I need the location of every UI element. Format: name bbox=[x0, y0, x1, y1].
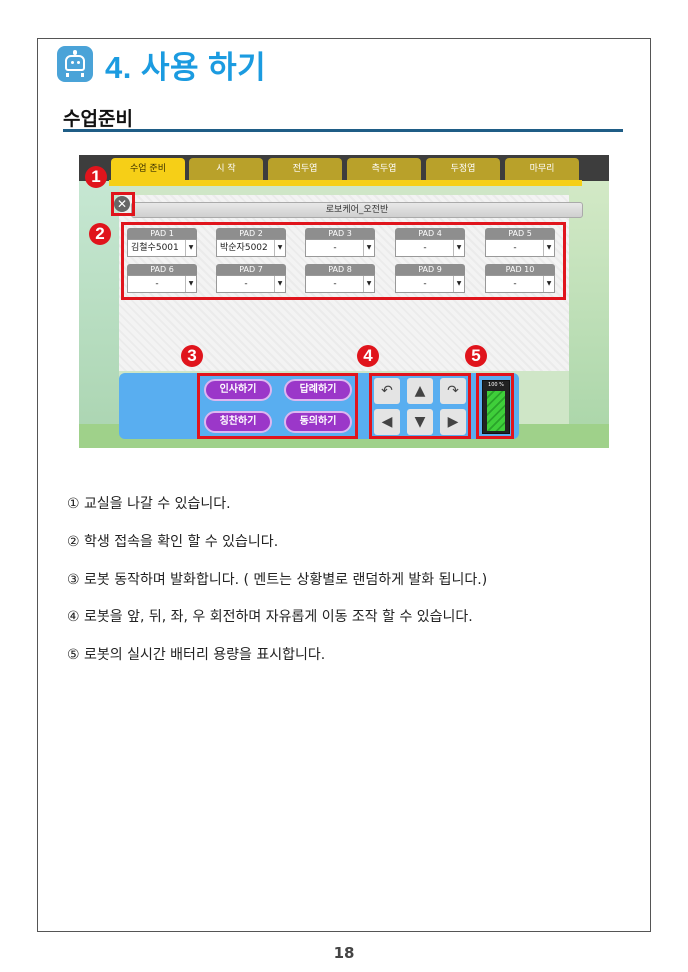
class-name-bar: 로보케어_오전반 bbox=[131, 202, 583, 218]
marker-2: 2 bbox=[89, 223, 111, 245]
pad-select[interactable]: -▼ bbox=[305, 275, 375, 293]
pad-slot: PAD 8 -▼ bbox=[305, 264, 375, 294]
dropdown-arrow-icon: ▼ bbox=[185, 240, 196, 256]
pad-label: PAD 1 bbox=[127, 228, 197, 239]
pad-label: PAD 5 bbox=[485, 228, 555, 239]
section-title: 4. 사용 하기 bbox=[105, 50, 267, 85]
dropdown-arrow-icon: ▼ bbox=[543, 240, 554, 256]
description-4: ④ 로봇을 앞, 뒤, 좌, 우 회전하며 자유롭게 이동 조작 할 수 있습니… bbox=[67, 609, 473, 625]
highlight-box-5 bbox=[476, 373, 514, 439]
description-5: ⑤ 로봇의 실시간 배터리 용량을 표시합니다. bbox=[67, 647, 326, 663]
dropdown-arrow-icon: ▼ bbox=[363, 240, 374, 256]
greet-button[interactable]: 인사하기 bbox=[204, 379, 272, 401]
pad-label: PAD 9 bbox=[395, 264, 465, 275]
tab-temporal[interactable]: 측두엽 bbox=[347, 158, 421, 180]
pad-slot: PAD 4 -▼ bbox=[395, 228, 465, 258]
arrow-right-icon[interactable]: ▶ bbox=[440, 409, 466, 435]
pad-label: PAD 6 bbox=[127, 264, 197, 275]
pad-slot: PAD 2 박순자5002▼ bbox=[216, 228, 286, 258]
robot-icon bbox=[57, 46, 93, 82]
highlight-box-4 bbox=[369, 373, 471, 439]
dropdown-arrow-icon: ▼ bbox=[543, 276, 554, 292]
pad-label: PAD 2 bbox=[216, 228, 286, 239]
description-2: ② 학생 접속을 확인 할 수 있습니다. bbox=[67, 534, 279, 550]
pad-slot: PAD 5 -▼ bbox=[485, 228, 555, 258]
marker-4: 4 bbox=[357, 345, 379, 367]
pad-label: PAD 10 bbox=[485, 264, 555, 275]
pad-select[interactable]: 김철수5001▼ bbox=[127, 239, 197, 257]
arrow-left-icon[interactable]: ◀ bbox=[374, 409, 400, 435]
pad-select[interactable]: -▼ bbox=[395, 239, 465, 257]
pad-slot: PAD 1 김철수5001▼ bbox=[127, 228, 197, 258]
rotate-left-icon[interactable]: ↶ bbox=[374, 378, 400, 404]
highlight-box-1 bbox=[111, 192, 135, 216]
rotate-right-icon[interactable]: ↷ bbox=[440, 378, 466, 404]
pad-slot: PAD 10 -▼ bbox=[485, 264, 555, 294]
pad-select[interactable]: -▼ bbox=[305, 239, 375, 257]
arrow-up-icon[interactable]: ▲ bbox=[407, 378, 433, 404]
subsection-rule bbox=[63, 129, 623, 132]
pad-slot: PAD 6 -▼ bbox=[127, 264, 197, 294]
tab-frontal[interactable]: 전두엽 bbox=[268, 158, 342, 180]
dropdown-arrow-icon: ▼ bbox=[274, 276, 285, 292]
pad-label: PAD 8 bbox=[305, 264, 375, 275]
dropdown-arrow-icon: ▼ bbox=[453, 276, 464, 292]
pad-label: PAD 7 bbox=[216, 264, 286, 275]
marker-5: 5 bbox=[465, 345, 487, 367]
pad-slot: PAD 7 -▼ bbox=[216, 264, 286, 294]
tab-bar: 수업 준비 시 작 전두엽 측두엽 두정엽 마무리 bbox=[79, 155, 609, 181]
pad-select[interactable]: -▼ bbox=[216, 275, 286, 293]
agree-button[interactable]: 동의하기 bbox=[284, 411, 352, 433]
pad-label: PAD 4 bbox=[395, 228, 465, 239]
marker-3: 3 bbox=[181, 345, 203, 367]
page-frame bbox=[37, 38, 651, 932]
battery-label: 100 % bbox=[488, 382, 504, 388]
pad-select[interactable]: -▼ bbox=[127, 275, 197, 293]
pad-label: PAD 3 bbox=[305, 228, 375, 239]
close-icon[interactable]: ✕ bbox=[114, 196, 130, 212]
dropdown-arrow-icon: ▼ bbox=[363, 276, 374, 292]
highlight-box-3 bbox=[197, 373, 358, 439]
dropdown-arrow-icon: ▼ bbox=[274, 240, 285, 256]
tab-parietal[interactable]: 두정엽 bbox=[426, 158, 500, 180]
dropdown-arrow-icon: ▼ bbox=[453, 240, 464, 256]
pad-slot: PAD 3 -▼ bbox=[305, 228, 375, 258]
arrow-down-icon[interactable]: ▼ bbox=[407, 409, 433, 435]
tab-class-prep[interactable]: 수업 준비 bbox=[111, 158, 185, 180]
tab-start[interactable]: 시 작 bbox=[189, 158, 263, 180]
praise-button[interactable]: 칭찬하기 bbox=[204, 411, 272, 433]
tab-finish[interactable]: 마무리 bbox=[505, 158, 579, 180]
pad-select[interactable]: -▼ bbox=[485, 275, 555, 293]
highlight-box-2 bbox=[121, 222, 566, 300]
dropdown-arrow-icon: ▼ bbox=[185, 276, 196, 292]
pad-select[interactable]: 박순자5002▼ bbox=[216, 239, 286, 257]
pad-slot: PAD 9 -▼ bbox=[395, 264, 465, 294]
battery-indicator: 100 % bbox=[482, 380, 510, 434]
description-1: ① 교실을 나갈 수 있습니다. bbox=[67, 496, 231, 512]
return-greet-button[interactable]: 답례하기 bbox=[284, 379, 352, 401]
marker-1: 1 bbox=[85, 166, 107, 188]
description-3: ③ 로봇 동작하며 발화합니다. ( 멘트는 상황별로 랜덤하게 발화 됩니다.… bbox=[67, 572, 488, 588]
battery-fill bbox=[487, 391, 505, 431]
pad-select[interactable]: -▼ bbox=[395, 275, 465, 293]
subsection-title: 수업준비 bbox=[63, 108, 133, 130]
pad-select[interactable]: -▼ bbox=[485, 239, 555, 257]
page-number: 18 bbox=[333, 944, 355, 962]
app-screenshot: 수업 준비 시 작 전두엽 측두엽 두정엽 마무리 ✕ 로보케어_오전반 PAD… bbox=[79, 155, 609, 448]
